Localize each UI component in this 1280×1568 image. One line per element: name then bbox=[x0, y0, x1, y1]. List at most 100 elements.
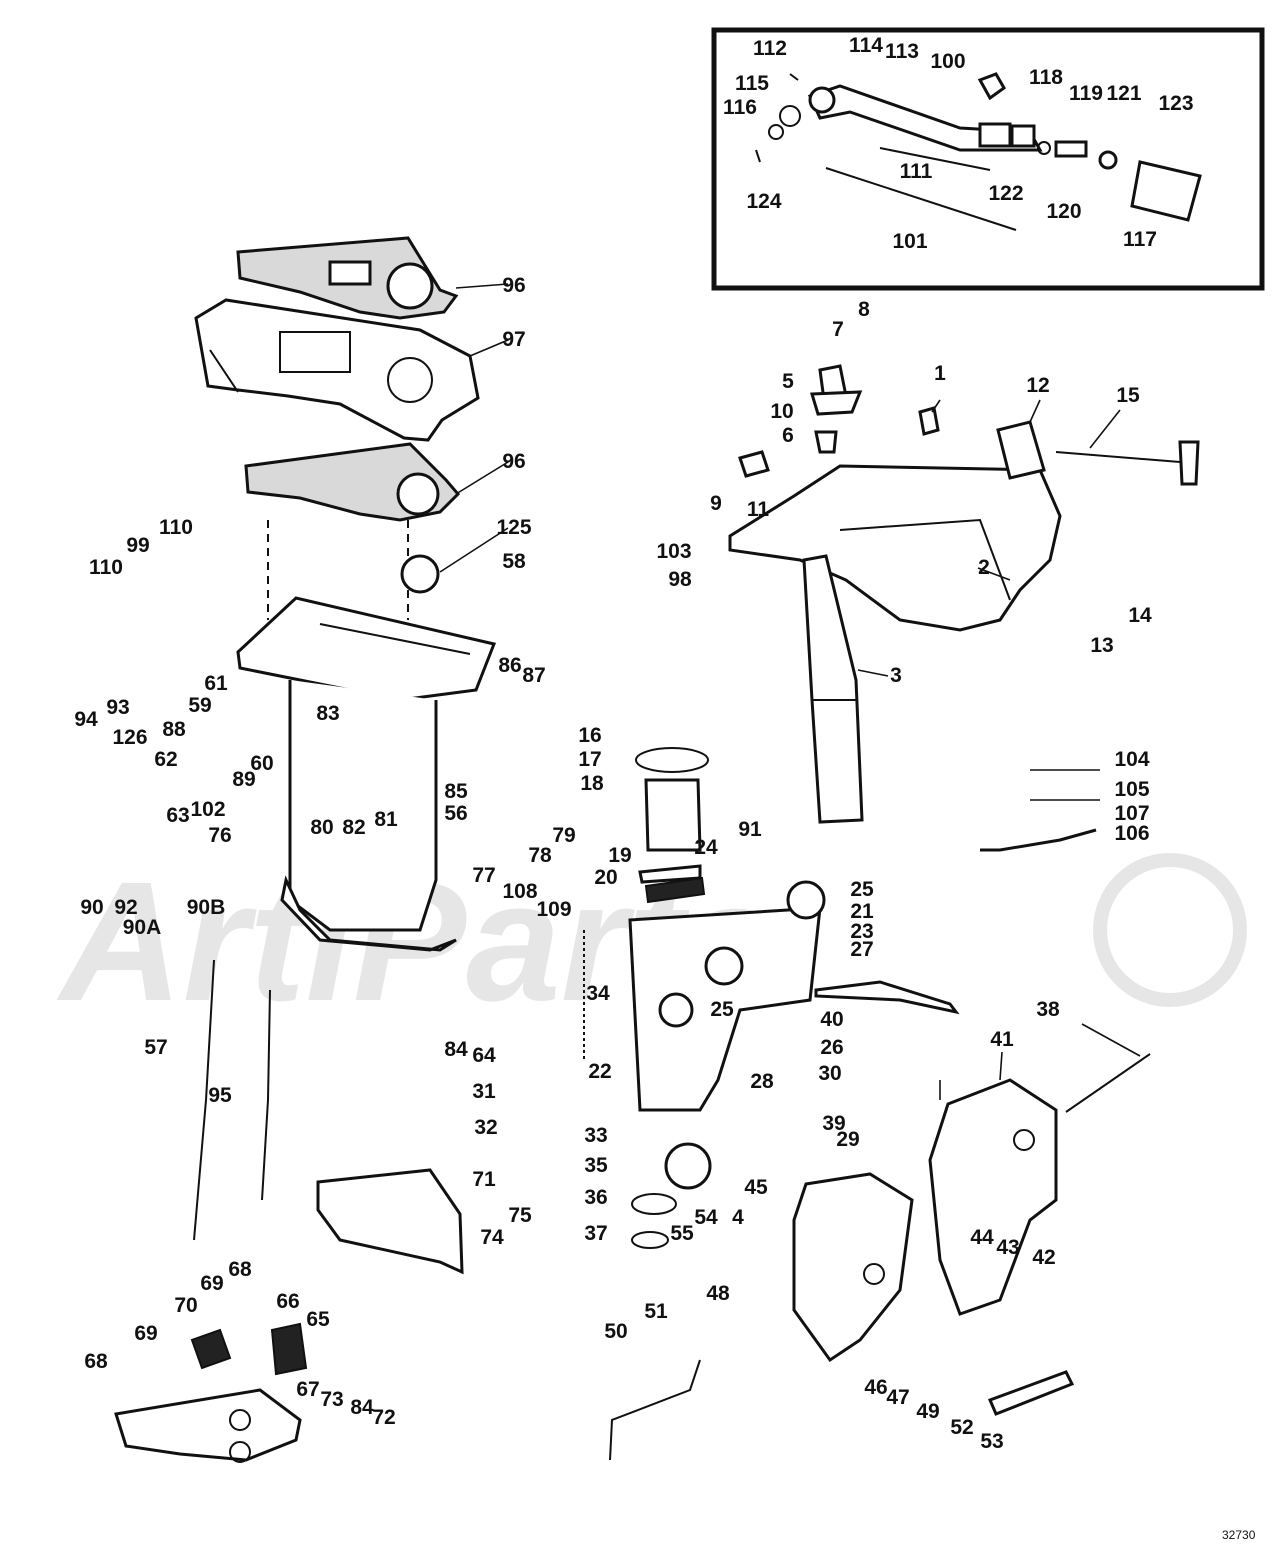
part-label: 13 bbox=[1090, 634, 1113, 657]
part-label: 23 bbox=[850, 920, 873, 943]
part-label: 2 bbox=[978, 556, 990, 579]
part-label: 28 bbox=[750, 1070, 774, 1093]
swivel-top-parts bbox=[738, 364, 1200, 486]
lower-cover bbox=[114, 1168, 464, 1463]
part-label: 96 bbox=[502, 450, 525, 473]
part-label: 118 bbox=[1029, 66, 1063, 89]
part-label: 42 bbox=[1032, 1246, 1055, 1269]
part-label: 81 bbox=[374, 808, 398, 831]
part-label: 12 bbox=[1026, 374, 1049, 397]
part-label: 94 bbox=[74, 708, 98, 731]
part-label: 114 bbox=[849, 34, 883, 57]
part-label: 72 bbox=[372, 1406, 395, 1429]
part-label: 32 bbox=[474, 1116, 497, 1139]
part-label: 22 bbox=[588, 1060, 611, 1083]
adapter-plate bbox=[194, 298, 480, 442]
part-label: 110 bbox=[89, 556, 123, 579]
part-label: 79 bbox=[552, 824, 575, 847]
part-label: 45 bbox=[744, 1176, 768, 1199]
ring-37 bbox=[631, 1231, 669, 1249]
part-label: 60 bbox=[250, 752, 273, 775]
part-label: 26 bbox=[820, 1036, 843, 1059]
part-label: 77 bbox=[472, 864, 495, 887]
bushing-125 bbox=[400, 554, 440, 594]
part-label: 49 bbox=[916, 1400, 939, 1423]
part-label: 18 bbox=[580, 772, 604, 795]
part-label: 90 bbox=[80, 896, 103, 919]
part-label: 102 bbox=[190, 798, 225, 821]
part-label: 116 bbox=[723, 96, 757, 119]
part-label: 91 bbox=[738, 818, 762, 841]
part-label: 106 bbox=[1114, 822, 1149, 845]
part-label: 53 bbox=[980, 1430, 1003, 1453]
bushing-35 bbox=[664, 1142, 712, 1190]
part-label: 73 bbox=[320, 1388, 343, 1411]
part-label: 41 bbox=[990, 1028, 1014, 1051]
part-label: 76 bbox=[208, 824, 231, 847]
part-label: 6 bbox=[782, 424, 794, 447]
part-label: 56 bbox=[444, 802, 467, 825]
part-label: 100 bbox=[930, 50, 965, 73]
part-label: 62 bbox=[154, 748, 177, 771]
rod-50 bbox=[609, 1359, 701, 1461]
part-label: 125 bbox=[496, 516, 531, 539]
part-label: 110 bbox=[159, 516, 193, 539]
part-label: 30 bbox=[818, 1062, 841, 1085]
part-label: 99 bbox=[126, 534, 149, 557]
part-label: 8 bbox=[858, 298, 870, 321]
part-label: 98 bbox=[668, 568, 692, 591]
part-label: 105 bbox=[1114, 778, 1149, 801]
leader-lines bbox=[439, 283, 1141, 1100]
lever-27 bbox=[814, 980, 960, 1015]
part-label: 66 bbox=[276, 1290, 299, 1313]
part-label: 75 bbox=[508, 1204, 532, 1227]
part-label: 80 bbox=[310, 816, 333, 839]
part-label: 25 bbox=[850, 878, 874, 901]
part-label: 7 bbox=[832, 318, 844, 341]
rod-95 bbox=[261, 989, 271, 1201]
part-label: 126 bbox=[112, 726, 147, 749]
part-label: 54 bbox=[694, 1206, 718, 1229]
part-label: 113 bbox=[885, 40, 919, 63]
part-label: 119 bbox=[1069, 82, 1103, 105]
part-label: 124 bbox=[746, 190, 781, 213]
part-label: 84 bbox=[444, 1038, 468, 1061]
part-label: 40 bbox=[820, 1008, 843, 1031]
part-label: 111 bbox=[900, 160, 933, 183]
part-label: 46 bbox=[864, 1376, 887, 1399]
part-label: 120 bbox=[1046, 200, 1081, 223]
part-label: 103 bbox=[656, 540, 691, 563]
part-label: 3 bbox=[890, 664, 902, 687]
exhaust-housing bbox=[236, 596, 497, 952]
part-label: 57 bbox=[144, 1036, 167, 1059]
part-label: 34 bbox=[586, 982, 610, 1005]
clamp-housing bbox=[628, 880, 826, 1112]
steering-handle bbox=[755, 72, 1202, 231]
part-label: 14 bbox=[1128, 604, 1152, 627]
inset-frame bbox=[711, 27, 1265, 291]
part-label: 48 bbox=[706, 1282, 730, 1305]
part-label: 38 bbox=[1036, 998, 1060, 1021]
part-label: 20 bbox=[594, 866, 617, 889]
part-label: 68 bbox=[84, 1350, 108, 1373]
part-label: 92 bbox=[114, 896, 137, 919]
part-label: 43 bbox=[996, 1236, 1019, 1259]
part-label: 17 bbox=[578, 748, 601, 771]
part-label: 37 bbox=[584, 1222, 607, 1245]
part-label: 83 bbox=[316, 702, 339, 725]
part-label: 29 bbox=[836, 1128, 859, 1151]
ground-wire-106 bbox=[980, 828, 1097, 852]
part-label: 74 bbox=[480, 1226, 504, 1249]
part-label: 11 bbox=[747, 498, 770, 521]
plate-52 bbox=[987, 1370, 1075, 1416]
part-label: 68 bbox=[228, 1258, 252, 1281]
part-label: 10 bbox=[770, 400, 793, 423]
part-label: 117 bbox=[1123, 228, 1157, 251]
dipstick-57 bbox=[193, 959, 215, 1241]
part-label: 35 bbox=[584, 1154, 608, 1177]
part-label: 39 bbox=[822, 1112, 845, 1135]
power-head-gasket-lower bbox=[244, 442, 461, 522]
part-label: 86 bbox=[498, 654, 521, 677]
part-label: 61 bbox=[204, 672, 228, 695]
